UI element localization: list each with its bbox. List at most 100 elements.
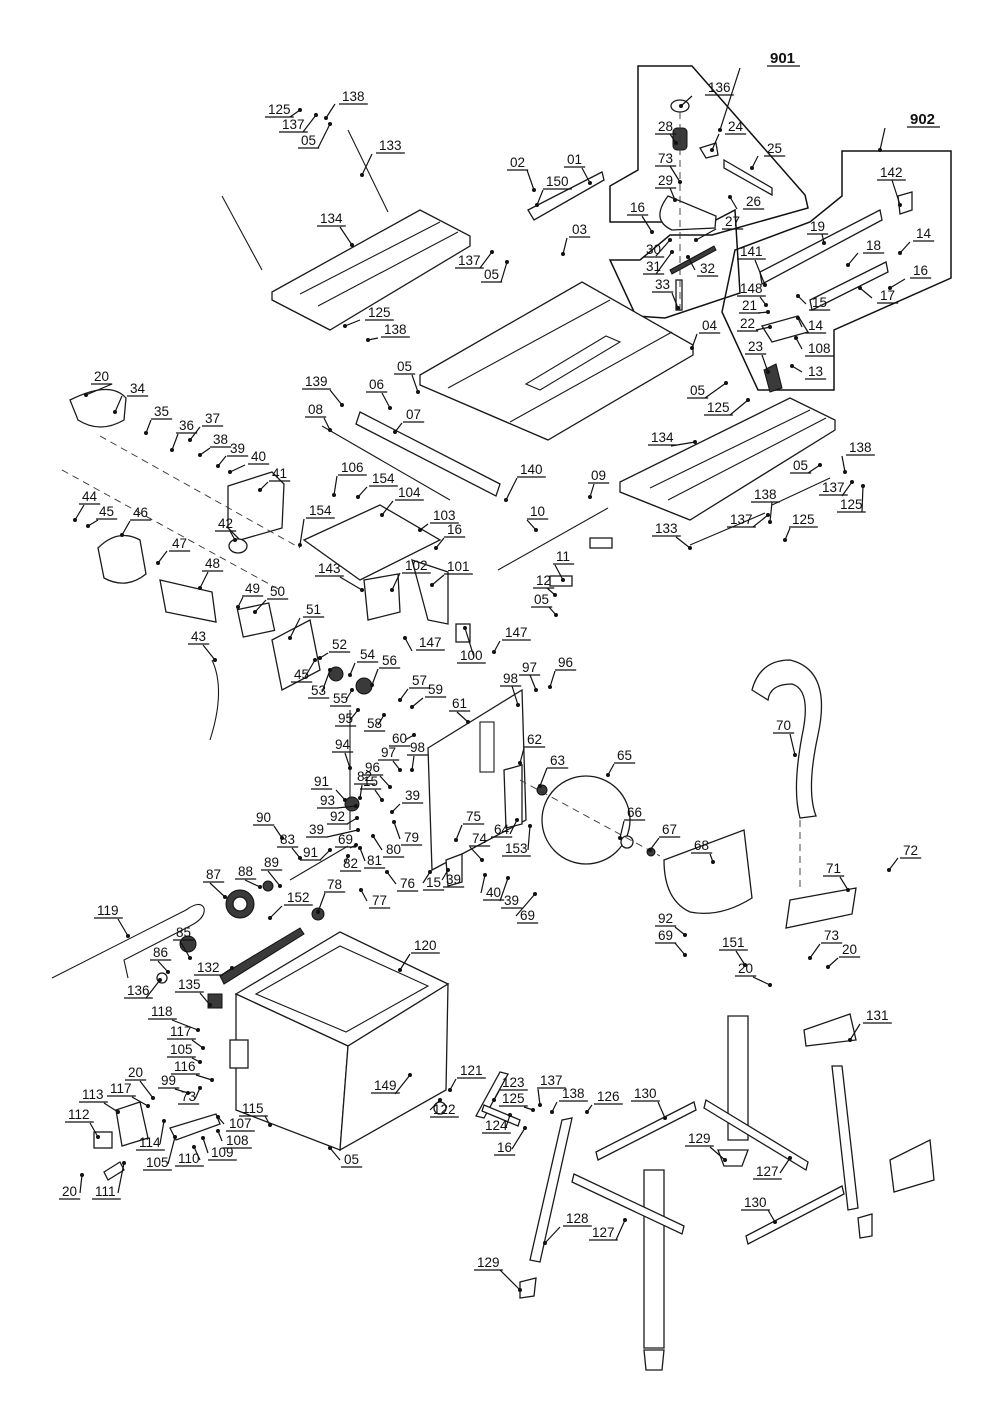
- callout-98: 98: [500, 671, 522, 707]
- fastener-dot: [328, 1146, 332, 1150]
- leader-line: [839, 876, 849, 891]
- leader-line: [581, 167, 591, 184]
- fastener-dot: [116, 1110, 120, 1114]
- fastener-dot: [850, 480, 854, 484]
- leader-line: [619, 820, 625, 839]
- fastener-dot: [216, 1115, 220, 1119]
- callout-133: 133: [360, 138, 405, 177]
- leader-line: [671, 292, 679, 309]
- fastener-dot: [358, 846, 362, 850]
- fastener-dot: [793, 753, 797, 757]
- part-number-label: 141: [740, 244, 763, 259]
- fastener-dot: [346, 854, 350, 858]
- callout-96b: 96: [362, 760, 392, 789]
- fastener-dot: [454, 838, 458, 842]
- fastener-dot: [324, 116, 328, 120]
- callout-70: 70: [773, 718, 797, 757]
- callout-92b: 92: [655, 911, 687, 937]
- part-number-label: 107: [229, 1116, 252, 1131]
- callout-17: 17: [858, 286, 899, 304]
- part-number-label: 80: [386, 842, 401, 857]
- callout-137c: 137: [819, 480, 854, 497]
- leader-line: [795, 337, 803, 350]
- leader-line: [191, 1039, 204, 1049]
- fastener-dot: [392, 820, 396, 824]
- fastener-dot: [350, 243, 354, 247]
- mitre-fence: [723, 158, 773, 197]
- part-number-label: 93: [320, 793, 335, 808]
- fastener-dot: [878, 148, 882, 152]
- part-number-label: 134: [651, 430, 674, 445]
- fastener-dot: [418, 528, 422, 532]
- callout-105: 105: [167, 1042, 202, 1064]
- support-rod-right-b: [771, 477, 831, 506]
- leader-line: [719, 67, 741, 131]
- part-number-label: 83: [280, 832, 295, 847]
- fastener-dot: [773, 1220, 777, 1224]
- part-number-label: 129: [688, 1131, 711, 1146]
- part-number-label: 68: [694, 838, 709, 853]
- leader-line: [422, 871, 431, 884]
- part-number-label: 44: [82, 489, 98, 504]
- callout-01: 01: [564, 152, 592, 185]
- fastener-dot: [298, 856, 302, 860]
- callout-53: 53: [308, 668, 332, 699]
- power-cord: [51, 903, 205, 979]
- leader-line: [841, 481, 853, 497]
- mitre-head: [659, 195, 717, 231]
- leader-line: [321, 669, 331, 693]
- fastener-dot: [508, 1113, 512, 1117]
- part-number-label: 91: [314, 774, 329, 789]
- part-number-label: 125: [840, 497, 863, 512]
- part-number-label: 138: [342, 89, 365, 104]
- handwheel-hub: [232, 896, 248, 912]
- part-number-label: 73: [658, 151, 673, 166]
- part-number-label: 134: [320, 211, 343, 226]
- leg-stand: [433, 1013, 935, 1371]
- part-number-label: 133: [379, 138, 402, 153]
- foot-center-front: [643, 1349, 665, 1371]
- callout-129b: 129: [474, 1255, 522, 1292]
- leader-line: [519, 747, 525, 764]
- leader-line: [167, 1136, 176, 1165]
- fastener-dot: [198, 1060, 202, 1064]
- part-number-label: 35: [154, 404, 169, 419]
- fastener-dot: [314, 113, 318, 117]
- part-number-label: 139: [305, 374, 328, 389]
- leader-line: [195, 1074, 213, 1081]
- leader-line: [399, 688, 409, 701]
- leader-line: [189, 426, 201, 441]
- callout-43: 43: [188, 629, 217, 662]
- leader-line: [888, 857, 899, 871]
- fastener-dot: [861, 484, 865, 488]
- callout-73c: 73: [178, 1086, 202, 1105]
- saw-blade: [519, 775, 661, 865]
- leader-line: [359, 847, 366, 862]
- callout-138b: 138: [366, 322, 410, 342]
- leader-line: [329, 389, 343, 406]
- callout-39e: 39: [499, 876, 523, 909]
- leader-line: [562, 237, 568, 255]
- fastener-dot: [534, 688, 538, 692]
- part-number-label: 70: [776, 718, 791, 733]
- fastener-dot: [186, 1091, 190, 1095]
- callout-75: 75: [454, 809, 485, 842]
- fastener-dot: [553, 593, 557, 597]
- callout-137b: 137: [455, 250, 494, 269]
- callout-61: 61: [449, 696, 471, 724]
- leader-line: [386, 871, 397, 885]
- part-number-label: 78: [327, 877, 342, 892]
- callout-139: 139: [302, 374, 344, 407]
- part-number-label: 64: [494, 822, 510, 837]
- rail-130-top: [595, 1101, 697, 1161]
- callout-152: 152: [268, 890, 313, 920]
- part-number-label: 75: [466, 809, 481, 824]
- part-number-label: 17: [880, 288, 895, 303]
- fastener-dot: [848, 1038, 852, 1042]
- part-number-label: 03: [572, 222, 587, 237]
- fastener-dot: [298, 543, 302, 547]
- leader-line: [89, 1122, 99, 1138]
- leader-line: [789, 733, 796, 756]
- part-number-label: 21: [742, 298, 757, 313]
